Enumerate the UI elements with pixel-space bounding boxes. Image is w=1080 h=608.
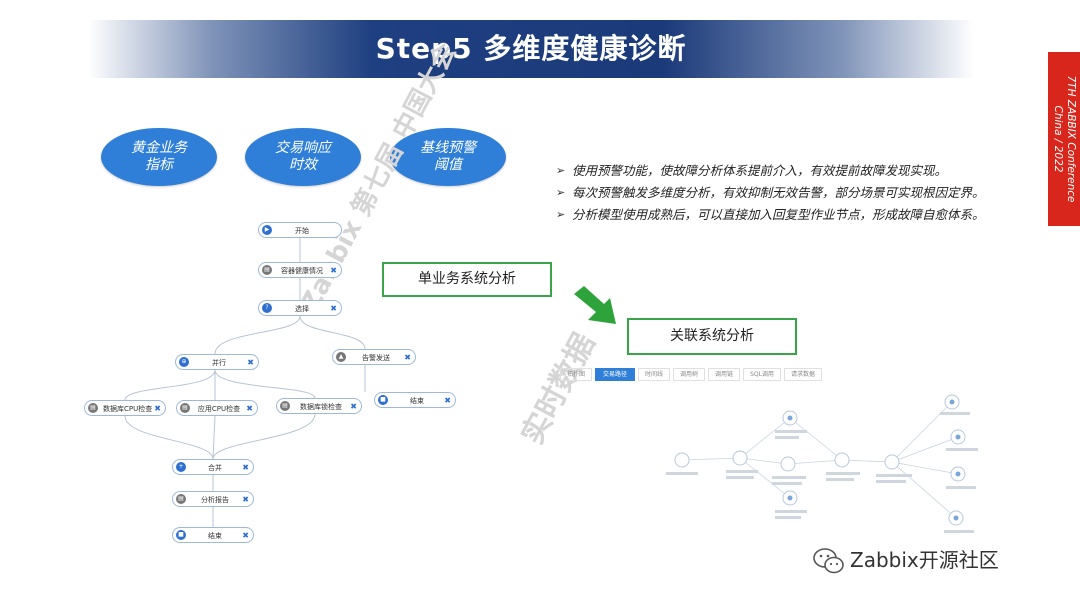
stop-icon: ■ [378, 395, 388, 405]
title-bar: Step5 多维度健康诊断 [88, 20, 974, 78]
arrow-bullet-icon: ➢ [556, 186, 566, 199]
plus-icon: + [176, 462, 186, 472]
footer-community-name: Zabbix开源社区 [850, 548, 999, 572]
workflow-node-health[interactable]: ▤ 容器健康情况 ✖ [258, 262, 342, 278]
tab-request-data[interactable]: 请求数据 [784, 368, 822, 381]
tab-sql-call[interactable]: SQL调用 [743, 368, 781, 381]
workflow-node-end-1[interactable]: ■ 结束 ✖ [374, 392, 456, 408]
oval-label: 黄金业务 指标 [131, 140, 187, 173]
tab-timeline[interactable]: 时间线 [638, 368, 670, 381]
oval-golden-metrics: 黄金业务 指标 [101, 128, 217, 186]
close-icon[interactable]: ✖ [404, 353, 411, 362]
workflow-node-start[interactable]: ▶ 开始 [258, 222, 342, 238]
tab-transaction-path[interactable]: 交易路径 [595, 368, 635, 381]
related-topology-graph [666, 394, 978, 533]
bullet-list: ➢使用预警功能，使故障分析体系提前介入，有效提前故障发现实现。 ➢每次预警触发多… [556, 160, 1046, 226]
stop-icon: ■ [176, 530, 186, 540]
arrow-bullet-icon: ➢ [556, 164, 566, 177]
workflow-node-parallel[interactable]: ⊕ 并行 ✖ [175, 354, 259, 370]
close-icon[interactable]: ✖ [350, 402, 357, 411]
workflow-node-choose[interactable]: ? 选择 ✖ [258, 300, 342, 316]
play-icon: ▶ [262, 225, 272, 235]
bullet-item: ➢使用预警功能，使故障分析体系提前介入，有效提前故障发现实现。 [556, 160, 1046, 182]
workflow-node-merge[interactable]: + 合并 ✖ [172, 459, 254, 475]
workflow-node-alert[interactable]: ▲ 告警发送 ✖ [332, 349, 416, 365]
conference-tag: 7TH ZABBIX Conference China / 2022 [1048, 52, 1080, 226]
doc-icon: ▤ [88, 403, 98, 413]
tab-call-tree[interactable]: 调用树 [673, 368, 705, 381]
oval-response-time: 交易响应 时效 [245, 128, 361, 186]
oval-label: 交易响应 时效 [275, 140, 331, 173]
close-icon[interactable]: ✖ [247, 358, 254, 367]
green-arrow-icon [574, 286, 616, 324]
close-icon[interactable]: ✖ [242, 463, 249, 472]
doc-icon: ▤ [180, 403, 190, 413]
close-icon[interactable]: ✖ [154, 404, 161, 413]
parallel-icon: ⊕ [179, 357, 189, 367]
doc-icon: ▤ [262, 265, 272, 275]
bullet-item: ➢每次预警触发多维度分析，有效抑制无效告警，部分场景可实现根因定界。 [556, 182, 1046, 204]
question-icon: ? [262, 303, 272, 313]
single-system-analysis-box: 单业务系统分析 [382, 262, 552, 297]
close-icon[interactable]: ✖ [330, 304, 337, 313]
oval-label: 基线预警 阈值 [420, 140, 476, 173]
alarm-icon: ▲ [336, 352, 346, 362]
wechat-icon [813, 548, 844, 574]
close-icon[interactable]: ✖ [330, 266, 337, 275]
close-icon[interactable]: ✖ [242, 495, 249, 504]
workflow-node-appcpu[interactable]: ▤ 应用CPU检查 ✖ [176, 400, 258, 416]
close-icon[interactable]: ✖ [444, 396, 451, 405]
doc-icon: ▤ [280, 401, 290, 411]
doc-icon: ▤ [176, 494, 186, 504]
workflow-node-end-2[interactable]: ■ 结束 ✖ [172, 527, 254, 543]
close-icon[interactable]: ✖ [246, 404, 253, 413]
workflow-node-dblock[interactable]: ▤ 数据库锁检查 ✖ [276, 398, 362, 414]
slide-title: Step5 多维度健康诊断 [375, 32, 687, 65]
bullet-item: ➢分析模型使用成熟后，可以直接加入回复型作业节点，形成故障自愈体系。 [556, 204, 1046, 226]
tab-call-chain[interactable]: 调用链 [708, 368, 740, 381]
workflow-node-dbcpu[interactable]: ▤ 数据库CPU检查 ✖ [84, 400, 166, 416]
oval-baseline-threshold: 基线预警 阈值 [390, 128, 506, 186]
close-icon[interactable]: ✖ [242, 531, 249, 540]
workflow-node-report[interactable]: ▤ 分析报告 ✖ [172, 491, 254, 507]
related-system-analysis-box: 关联系统分析 [627, 318, 797, 355]
tab-topology[interactable]: 拓扑图 [560, 368, 592, 381]
arrow-bullet-icon: ➢ [556, 208, 566, 221]
